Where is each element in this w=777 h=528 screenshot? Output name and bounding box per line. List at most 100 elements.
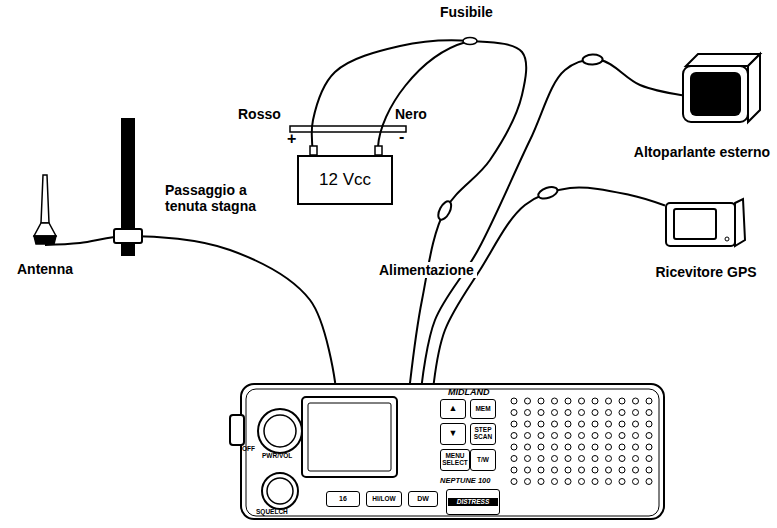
grille-hole <box>646 479 652 485</box>
grille-hole <box>646 421 652 427</box>
grille-hole <box>552 467 558 473</box>
negative-wire <box>378 42 466 147</box>
grille-hole <box>606 467 612 473</box>
grille-hole <box>619 479 625 485</box>
node-label: MIDLAND <box>448 387 490 397</box>
knob-cap <box>264 415 296 447</box>
grille-hole <box>592 456 598 462</box>
fuse-holder <box>463 38 477 45</box>
grille-hole <box>579 421 585 427</box>
grille-hole <box>606 456 612 462</box>
grille-hole <box>633 433 639 439</box>
grille-hole <box>579 410 585 416</box>
cable <box>45 236 335 383</box>
cable <box>434 187 665 383</box>
button-label: MENU SELECT <box>442 453 468 467</box>
polarity-sign: + <box>287 130 296 148</box>
grille-hole <box>619 433 625 439</box>
grille-hole <box>619 410 625 416</box>
grille-hole <box>592 398 598 404</box>
grille-hole <box>606 421 612 427</box>
node-label: Ricevitore GPS <box>655 264 756 280</box>
antenna-drawing <box>28 175 62 245</box>
battery: 12 Vcc <box>297 155 393 205</box>
speaker-cone <box>690 72 741 116</box>
button-label: DISTRESS <box>448 498 498 507</box>
grille-hole <box>565 467 571 473</box>
grille-hole <box>592 421 598 427</box>
cable <box>312 40 526 383</box>
button-label: STEP SCAN <box>472 427 494 441</box>
up-button: ▲ <box>440 399 466 419</box>
grille-hole <box>565 410 571 416</box>
grille-hole <box>552 444 558 450</box>
speaker-front <box>683 66 748 122</box>
grille-hole <box>525 433 531 439</box>
node-label: 12 Vcc <box>319 170 371 190</box>
node-label: Altoparlante esterno <box>634 144 770 160</box>
grille-hole <box>538 410 544 416</box>
down-button: ▼ <box>440 423 466 445</box>
power-label: Alimentazione <box>376 262 477 278</box>
grille-hole <box>525 467 531 473</box>
grille-hole <box>552 410 558 416</box>
grille-hole <box>606 444 612 450</box>
vhf-radio: ▲MEM▼STEP SCANMENU SELECTT/W16HI/LOWDWDI… <box>240 383 665 520</box>
antenna-whip <box>41 175 49 223</box>
grille-hole <box>538 421 544 427</box>
squelch-knob <box>262 473 298 509</box>
grille-hole <box>525 456 531 462</box>
knob-guard <box>230 415 244 445</box>
mounting-bar <box>290 126 406 132</box>
grille-hole <box>552 433 558 439</box>
step-scan-button: STEP SCAN <box>470 423 496 445</box>
button-label: DW <box>410 495 436 502</box>
menu-select-button: MENU SELECT <box>440 449 470 471</box>
grille-hole <box>552 398 558 404</box>
gps-body <box>666 203 735 246</box>
grille-hole <box>633 479 639 485</box>
grille-hole <box>592 433 598 439</box>
grille-hole <box>552 479 558 485</box>
cable-gland <box>114 229 142 243</box>
grille-hole <box>538 398 544 404</box>
grille-hole <box>538 467 544 473</box>
polarity-sign: - <box>399 128 404 146</box>
grille-hole <box>525 444 531 450</box>
speaker-side <box>748 54 760 122</box>
grille-hole <box>646 398 652 404</box>
gps-screen <box>674 209 716 239</box>
grille-hole <box>592 410 598 416</box>
grille-hole <box>646 467 652 473</box>
cable-connector <box>436 199 454 221</box>
control-label: OFF <box>242 445 255 452</box>
grille-hole <box>552 421 558 427</box>
grille-hole <box>538 479 544 485</box>
grille-hole <box>606 433 612 439</box>
grille-hole <box>511 410 517 416</box>
grille-hole <box>511 479 517 485</box>
button-label: ▼ <box>442 429 464 438</box>
gps-side <box>735 199 745 246</box>
grille-hole <box>511 421 517 427</box>
grille-hole <box>633 467 639 473</box>
grille-hole <box>565 444 571 450</box>
grille-hole <box>511 433 517 439</box>
grille-hole <box>565 456 571 462</box>
grille-hole <box>565 421 571 427</box>
wire-color-label: Rosso <box>238 106 281 122</box>
speaker-grille <box>511 398 652 485</box>
gps-receiver: Ricevitore GPS <box>665 198 747 248</box>
antenna: Antenna <box>28 175 62 245</box>
grille-hole <box>619 456 625 462</box>
grille-hole <box>646 456 652 462</box>
wire-color-label: Nero <box>395 106 427 122</box>
grille-hole <box>619 467 625 473</box>
battery-terminal <box>310 146 317 155</box>
grille-hole <box>579 398 585 404</box>
grille-hole <box>525 398 531 404</box>
grille-hole <box>525 421 531 427</box>
grille-hole <box>538 444 544 450</box>
lcd-frame <box>302 397 397 477</box>
